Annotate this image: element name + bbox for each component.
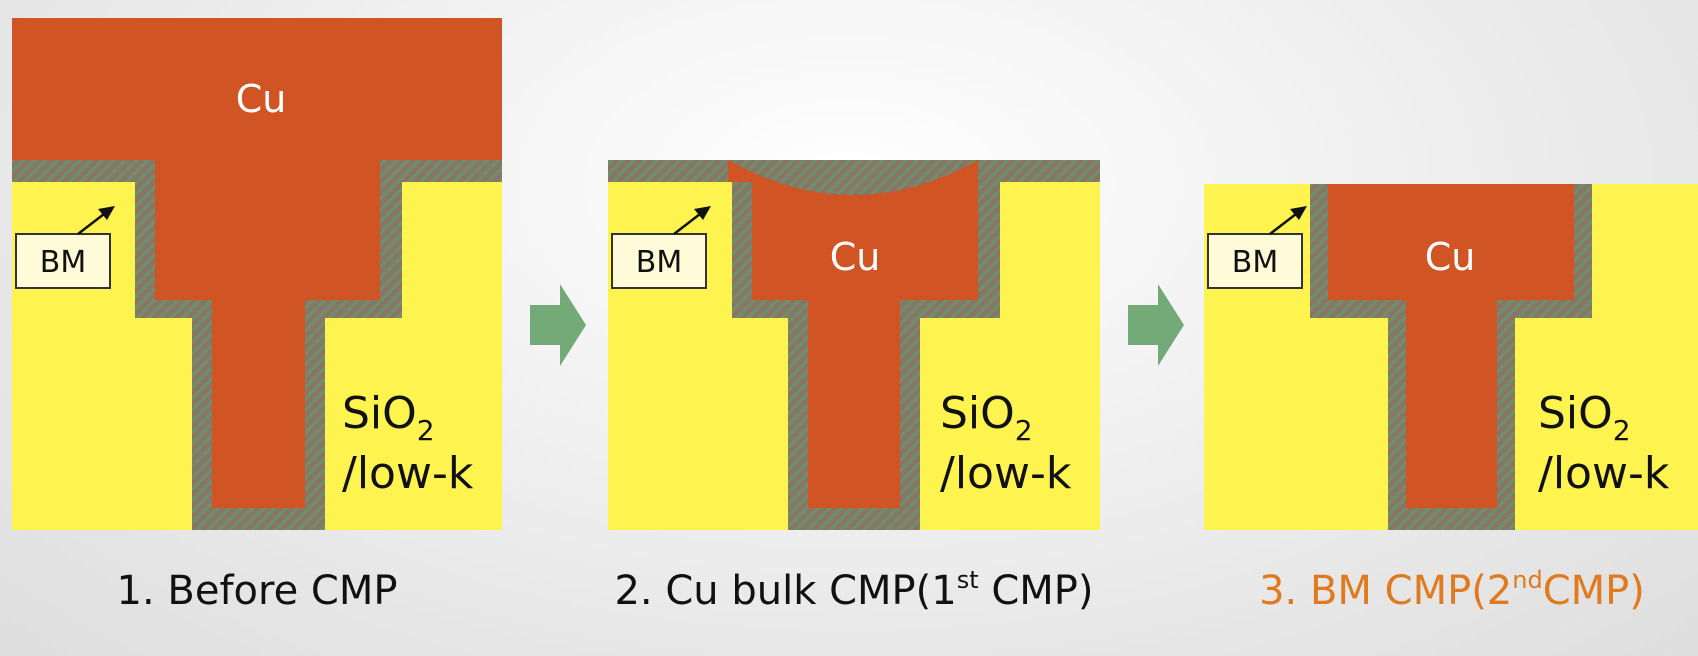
- caption-step-2-superscript: st: [957, 566, 979, 594]
- bm-pointer-arrowhead: [98, 206, 115, 220]
- bm-label-box: [15, 233, 111, 289]
- caption-step-3-text: 3. BM CMP(2: [1259, 568, 1512, 614]
- bm-pointer-arrow: [673, 213, 701, 235]
- bm-callout: BM: [15, 206, 115, 289]
- copper-fill: [728, 160, 978, 508]
- cu-label: Cu: [830, 235, 881, 279]
- dielectric-label: SiO2: [342, 388, 435, 447]
- dielectric-label-line2: /low-k: [940, 448, 1072, 499]
- dielectric-label-subscript: 2: [1015, 414, 1033, 447]
- caption-step-3-text-end: CMP): [1543, 568, 1645, 614]
- bm-label-box: [1207, 233, 1303, 289]
- caption-step-2: 2. Cu bulk CMP(1st CMP): [614, 566, 1093, 614]
- caption-step-3: 3. BM CMP(2ndCMP): [1259, 566, 1645, 614]
- copper-fill: [12, 18, 502, 508]
- caption-step-1-text: 1. Before CMP: [117, 568, 398, 614]
- dielectric-label-main: SiO: [940, 388, 1015, 439]
- caption-step-3-superscript: nd: [1512, 566, 1542, 594]
- panel-before-cmp: Cu BM SiO2 /low-k: [12, 18, 502, 530]
- caption-step-1: 1. Before CMP: [117, 568, 398, 614]
- bm-pointer-arrow: [1269, 213, 1297, 235]
- bm-label: BM: [636, 245, 682, 280]
- bm-pointer-arrowhead: [1290, 206, 1307, 220]
- caption-step-2-text-end: CMP): [979, 568, 1094, 614]
- dielectric-label-subscript: 2: [1613, 414, 1631, 447]
- bm-callout: BM: [1207, 206, 1307, 289]
- cu-label: Cu: [1425, 235, 1476, 279]
- bm-pointer-arrowhead: [694, 206, 711, 220]
- bm-callout: BM: [611, 206, 711, 289]
- cu-label: Cu: [236, 77, 287, 121]
- bm-label: BM: [1232, 245, 1278, 280]
- dielectric-label-line2: /low-k: [342, 448, 474, 499]
- bm-pointer-arrow: [77, 213, 105, 235]
- panel-bm-cmp: Cu BM SiO2 /low-k: [1204, 184, 1698, 530]
- dielectric-label-main: SiO: [342, 388, 417, 439]
- bm-label: BM: [40, 245, 86, 280]
- bm-label-box: [611, 233, 707, 289]
- dielectric-label-line2: /low-k: [1538, 448, 1670, 499]
- dielectric-label-main: SiO: [1538, 388, 1613, 439]
- dielectric-label: SiO2: [940, 388, 1033, 447]
- dielectric-label: SiO2: [1538, 388, 1631, 447]
- caption-step-2-text: 2. Cu bulk CMP(1: [614, 568, 956, 614]
- panel-cu-bulk-cmp: Cu BM SiO2 /low-k: [608, 160, 1100, 530]
- copper-fill: [1328, 184, 1574, 508]
- dielectric-label-subscript: 2: [417, 414, 435, 447]
- process-arrow-2: [1128, 284, 1184, 366]
- process-arrow-1: [530, 284, 586, 366]
